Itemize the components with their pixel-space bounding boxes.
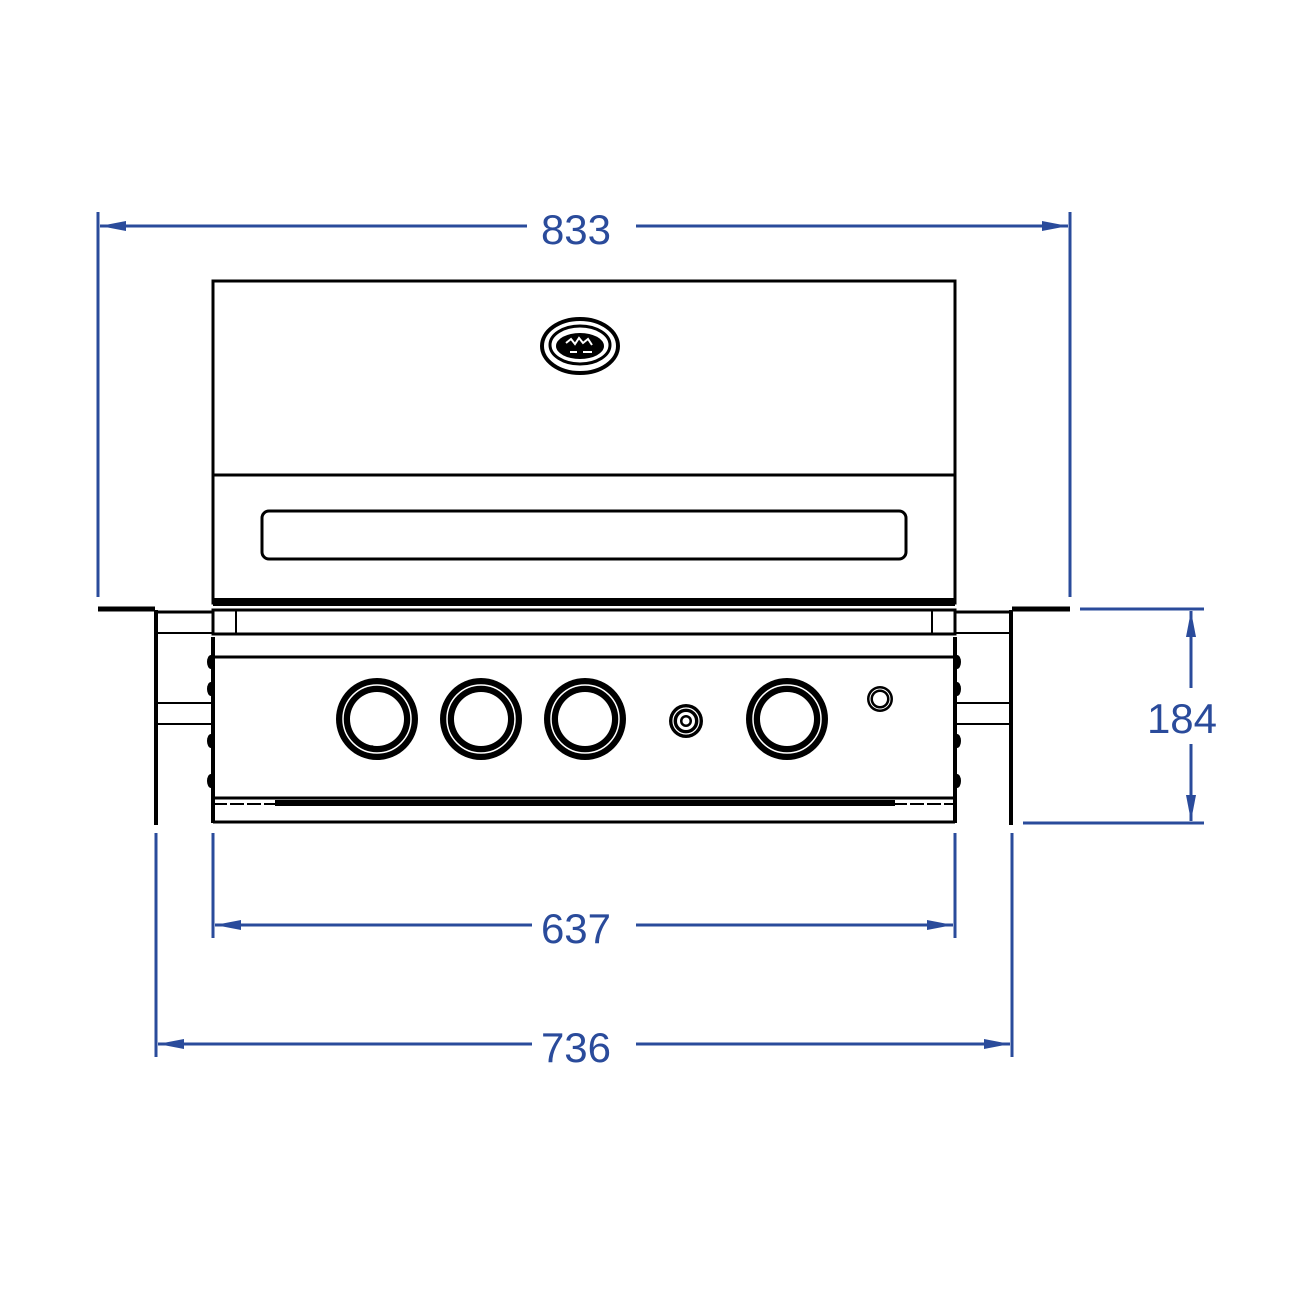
hood-handle xyxy=(260,509,908,561)
frame-right xyxy=(955,606,1070,825)
arrowhead-left xyxy=(100,221,126,231)
dimension-736 xyxy=(154,833,1014,1057)
burner-knob-1-icon xyxy=(336,678,418,760)
panel-side-bumps xyxy=(207,655,961,788)
dimension-184 xyxy=(1023,607,1204,825)
arrowhead-right xyxy=(1042,221,1068,231)
ignition-button-icon xyxy=(669,704,703,738)
hood-front-band xyxy=(211,473,957,605)
dimension-label-184: 184 xyxy=(1147,695,1217,742)
arrowhead-down xyxy=(1186,795,1196,821)
dimension-label-833: 833 xyxy=(541,206,611,253)
arrowhead-right xyxy=(927,920,953,930)
dimension-label-736: 736 xyxy=(541,1024,611,1071)
hood-panel xyxy=(211,279,957,477)
arrowhead-right xyxy=(984,1039,1010,1049)
arrowhead-left xyxy=(158,1039,184,1049)
burner-knob-4-icon xyxy=(746,678,828,760)
dimension-label-637: 637 xyxy=(541,905,611,952)
grill-body xyxy=(211,604,957,824)
brand-emblem-icon xyxy=(540,317,620,375)
dimension-833 xyxy=(96,212,1072,597)
arrowhead-left xyxy=(215,920,241,930)
burner-knob-3-icon xyxy=(544,678,626,760)
arrowhead-up xyxy=(1186,611,1196,637)
burner-knob-2-icon xyxy=(440,678,522,760)
dimension-637 xyxy=(211,833,957,938)
grill-hood xyxy=(211,279,957,605)
frame-left xyxy=(98,606,213,825)
indicator-light-icon xyxy=(867,686,893,712)
